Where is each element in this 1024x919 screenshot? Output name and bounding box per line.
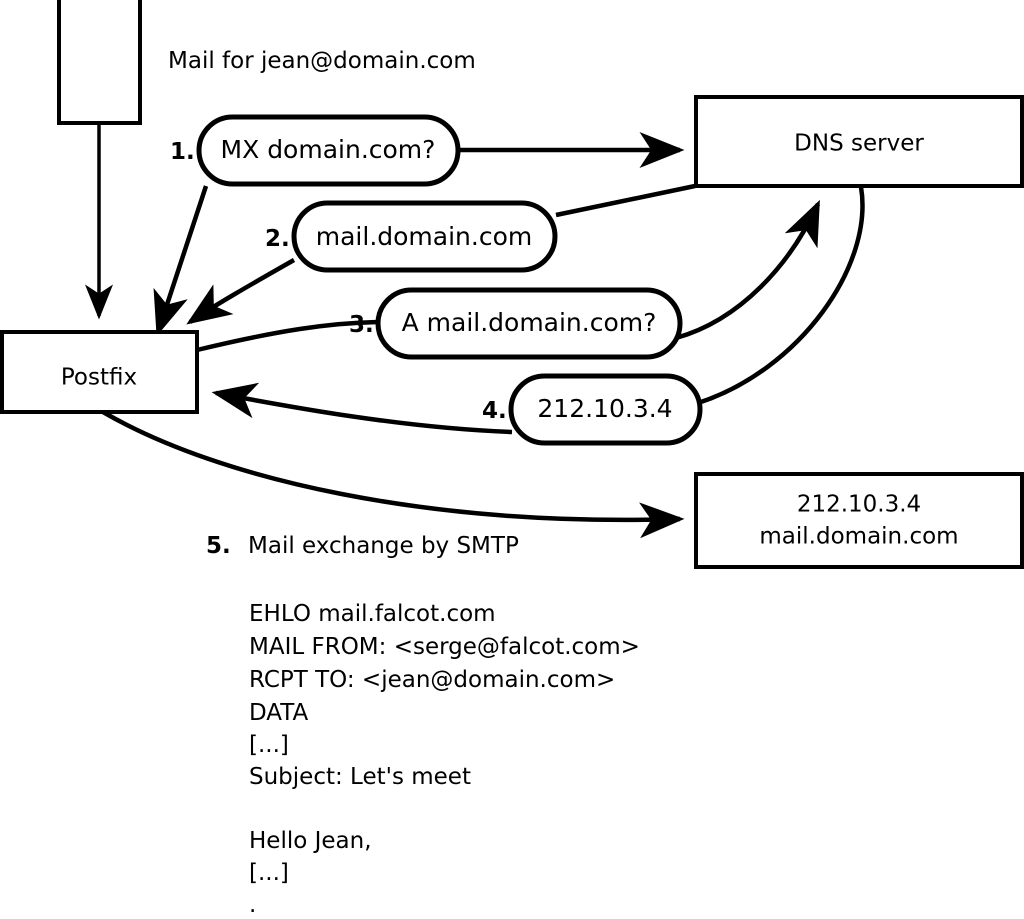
- node-dns-box: DNS server: [694, 95, 1024, 188]
- step-1-bubble: [196, 114, 461, 187]
- step-1-number: 1.: [170, 139, 195, 165]
- transcript-line-6: Subject: Let's meet: [249, 764, 471, 790]
- step-5-group: 5. Mail exchange by SMTP: [206, 533, 519, 559]
- step-5-number: 5.: [206, 533, 231, 559]
- step-3-number: 3.: [349, 312, 374, 338]
- node-mailserver-ip: 212.10.3.4: [797, 492, 921, 518]
- step-2-bubble: [291, 200, 558, 273]
- step-3-label: A mail.domain.com?: [402, 308, 657, 337]
- step-4-group: 4. 212.10.3.4: [482, 373, 703, 446]
- transcript-line-10: .: [249, 892, 256, 918]
- edge-step4-bubble-to-postfix: [211, 382, 513, 435]
- step-2-group: 2. mail.domain.com: [265, 200, 558, 273]
- node-dns-label: DNS server: [794, 131, 924, 157]
- transcript-line-1: EHLO mail.falcot.com: [249, 601, 496, 627]
- edge-step1-postfix-to-bubble: [153, 185, 209, 337]
- node-postfix-box: Postfix: [0, 330, 199, 414]
- diagram-caption-group: Mail for jean@domain.com: [168, 48, 476, 74]
- step-4-label: 212.10.3.4: [537, 394, 672, 423]
- node-sender-box: [57, 0, 142, 125]
- edge-step3-bubble-to-dns: [675, 199, 821, 341]
- node-mailserver-hostname: mail.domain.com: [759, 524, 958, 550]
- transcript-line-9: [...]: [249, 860, 289, 886]
- transcript-line-3: RCPT TO: <jean@domain.com>: [249, 667, 615, 693]
- step-3-bubble: [375, 287, 683, 360]
- step-4-number: 4.: [482, 398, 507, 424]
- step-3-group: 3. A mail.domain.com?: [349, 287, 683, 360]
- node-mailserver-box: 212.10.3.4 mail.domain.com: [694, 472, 1024, 569]
- edge-step5-postfix-to-mailserver: [101, 410, 685, 539]
- step-2-number: 2.: [265, 226, 290, 252]
- edge-step2-bubble-to-postfix: [186, 258, 296, 325]
- edge-step3-postfix-to-bubble: [196, 319, 379, 353]
- diagram-caption: Mail for jean@domain.com: [168, 48, 476, 74]
- transcript-line-4: DATA: [249, 700, 309, 726]
- edge-step4-dns-to-bubble: [697, 186, 865, 406]
- step-2-label: mail.domain.com: [316, 222, 532, 251]
- step-1-label: MX domain.com?: [221, 135, 436, 164]
- transcript-line-2: MAIL FROM: <serge@falcot.com>: [249, 634, 640, 660]
- step-5-label: Mail exchange by SMTP: [248, 533, 519, 559]
- step-4-bubble: [508, 373, 703, 446]
- transcript-line-8: Hello Jean,: [249, 828, 372, 854]
- step-1-group: 1. MX domain.com?: [170, 114, 461, 187]
- node-postfix-label: Postfix: [61, 365, 137, 391]
- edge-step2-dns-to-bubble: [555, 183, 696, 218]
- smtp-transcript: EHLO mail.falcot.com MAIL FROM: <serge@f…: [249, 601, 640, 918]
- transcript-line-5: [...]: [249, 732, 289, 758]
